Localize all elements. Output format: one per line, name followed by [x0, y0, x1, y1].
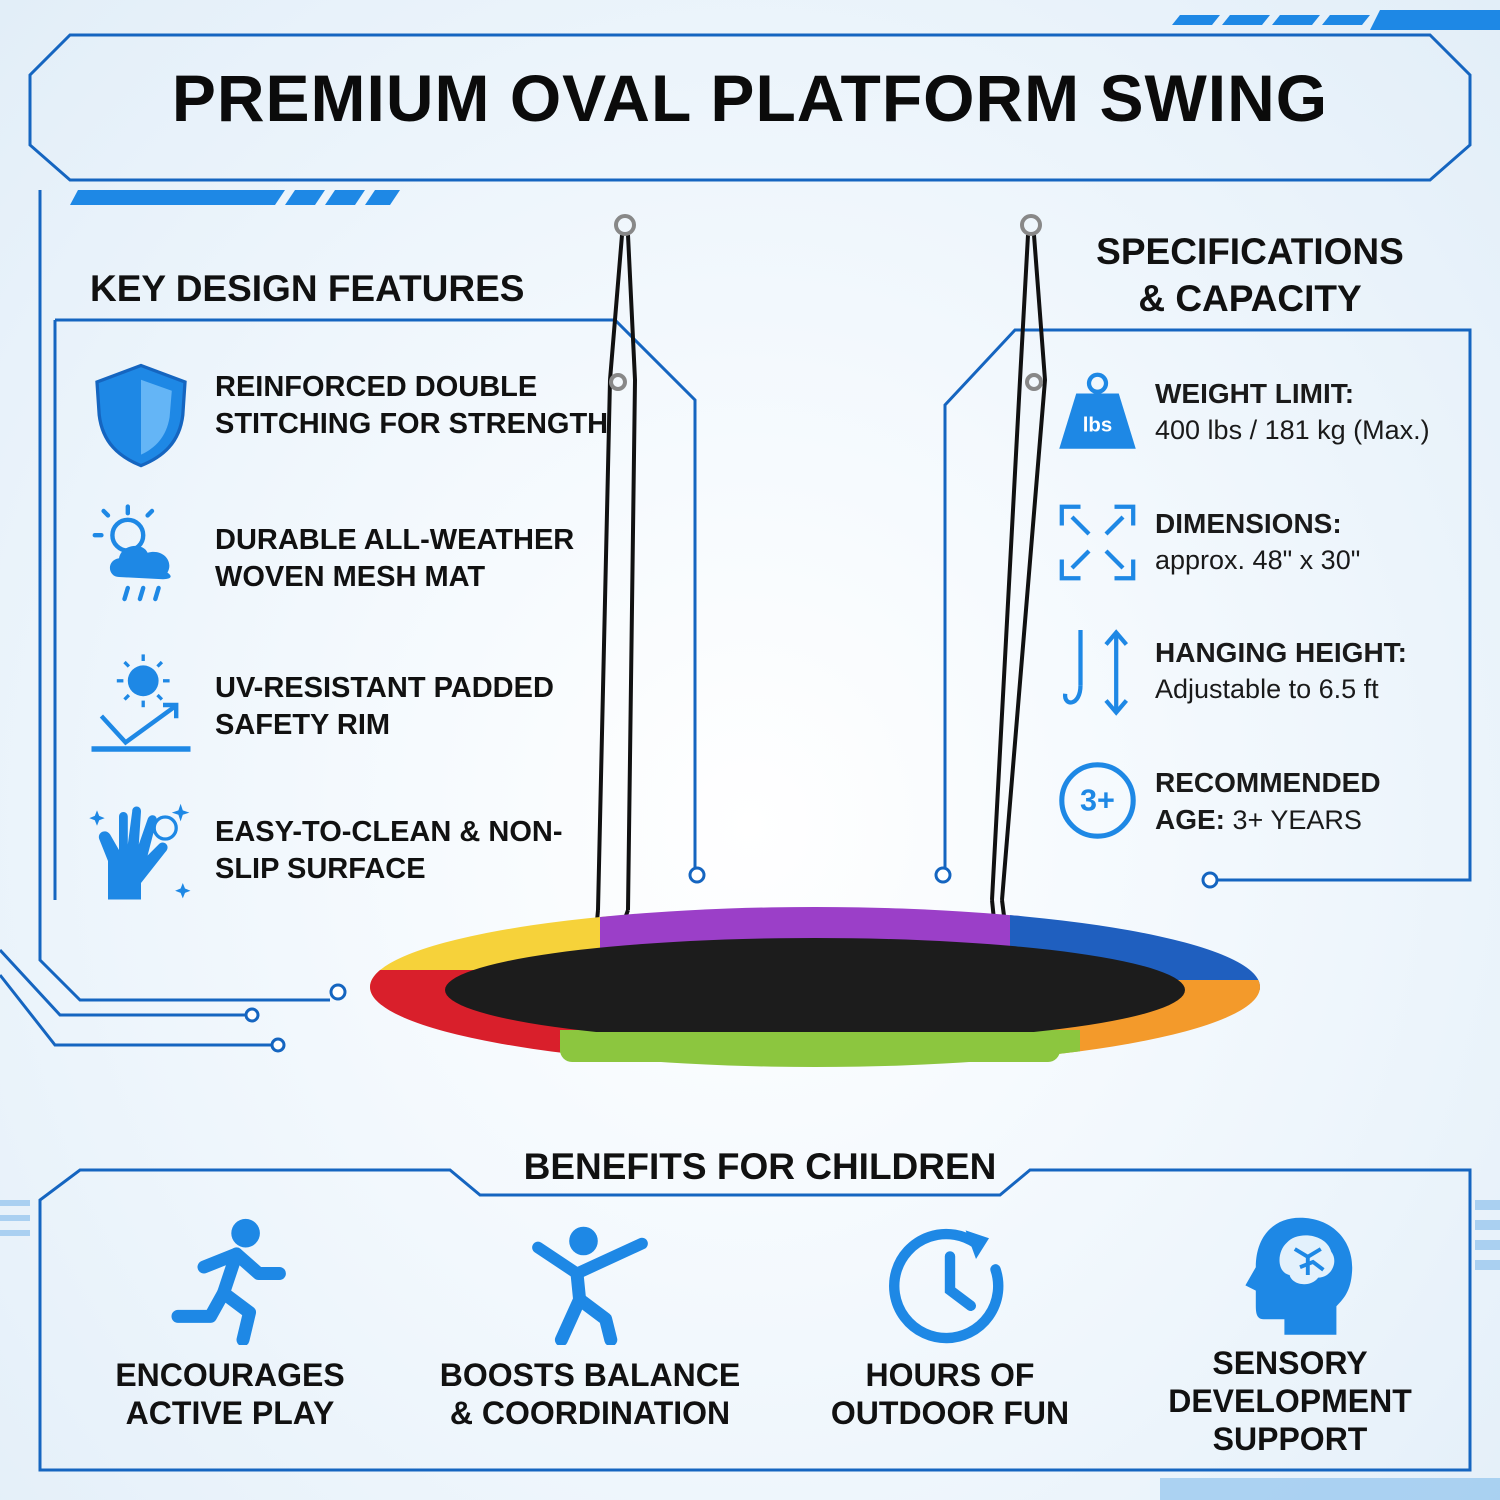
benefit-sensory: SENSORY DEVELOPMENT SUPPORT — [1150, 1344, 1430, 1458]
spec-height-value: Adjustable to 6.5 ft — [1155, 674, 1379, 704]
weight-icon: lbs — [1059, 372, 1136, 449]
benefit-4-line2: DEVELOPMENT — [1168, 1383, 1412, 1419]
specs-heading-line1: SPECIFICATIONS — [1096, 231, 1404, 272]
spec-dimensions-value: approx. 48" x 30" — [1155, 545, 1361, 575]
benefit-4-line3: SUPPORT — [1212, 1421, 1368, 1457]
features-heading: KEY DESIGN FEATURES — [90, 268, 525, 309]
clean-hand-icon — [89, 803, 191, 900]
running-icon — [171, 1218, 286, 1345]
benefit-2-line1: BOOSTS BALANCE — [439, 1357, 741, 1393]
spec-age-label2: AGE: — [1155, 804, 1225, 835]
spec-weight-value: 400 lbs / 181 kg (Max.) — [1155, 415, 1430, 445]
brain-icon — [1245, 1217, 1353, 1335]
specs-heading-line2: & CAPACITY — [1138, 278, 1362, 319]
feature-text-4: EASY-TO-CLEAN & NON-SLIP SURFACE — [215, 816, 563, 885]
benefit-balance: BOOSTS BALANCE & COORDINATION — [430, 1356, 750, 1432]
clock-icon — [889, 1228, 1004, 1344]
spec-dimensions-label: DIMENSIONS: — [1155, 508, 1342, 539]
spec-weight: WEIGHT LIMIT: 400 lbs / 181 kg (Max.) — [1155, 375, 1475, 449]
uv-icon — [91, 654, 191, 752]
spec-height-label: HANGING HEIGHT: — [1155, 637, 1407, 668]
benefit-active-play: ENCOURAGES ACTIVE PLAY — [90, 1356, 370, 1432]
shield-icon — [95, 363, 187, 468]
age-icon: 3+ — [1059, 762, 1136, 839]
benefit-3-line2: OUTDOOR FUN — [830, 1395, 1070, 1431]
benefit-1-line2: ACTIVE PLAY — [125, 1395, 335, 1431]
benefit-2-line2: & COORDINATION — [449, 1395, 731, 1431]
benefit-outdoor-fun: HOURS OF OUTDOOR FUN — [810, 1356, 1090, 1432]
page-title: PREMIUM OVAL PLATFORM SWING — [171, 61, 1329, 135]
age-icon-text: 3+ — [1080, 784, 1115, 818]
spec-age: RECOMMENDED AGE: 3+ YEARS — [1155, 764, 1475, 839]
spec-height: HANGING HEIGHT: Adjustable to 6.5 ft — [1155, 634, 1475, 708]
spec-dimensions: DIMENSIONS: approx. 48" x 30" — [1155, 505, 1475, 579]
dimensions-icon — [1059, 504, 1136, 581]
spec-age-value: 3+ YEARS — [1232, 805, 1362, 835]
benefit-1-line1: ENCOURAGES — [115, 1357, 345, 1393]
spec-weight-label: WEIGHT LIMIT: — [1155, 378, 1355, 409]
benefit-4-line1: SENSORY — [1212, 1345, 1368, 1381]
benefits-heading: BENEFITS FOR CHILDREN — [523, 1146, 997, 1187]
swing-illustration — [370, 214, 1260, 1067]
specs-heading: SPECIFICATIONS & CAPACITY — [1050, 228, 1450, 322]
weather-icon — [92, 504, 171, 602]
balance-icon — [532, 1226, 648, 1345]
spec-age-label: RECOMMENDED — [1155, 767, 1381, 798]
feature-text-2: DURABLE ALL-WEATHER WOVEN MESH MAT — [215, 524, 575, 593]
height-icon — [1063, 629, 1129, 716]
feature-text-3: UV-RESISTANT PADDED SAFETY RIM — [215, 672, 554, 741]
weight-icon-text: lbs — [1083, 415, 1112, 437]
feature-text-1: REINFORCED DOUBLE STITCHING FOR STRENGTH — [215, 371, 609, 440]
benefit-3-line1: HOURS OF — [865, 1357, 1035, 1393]
